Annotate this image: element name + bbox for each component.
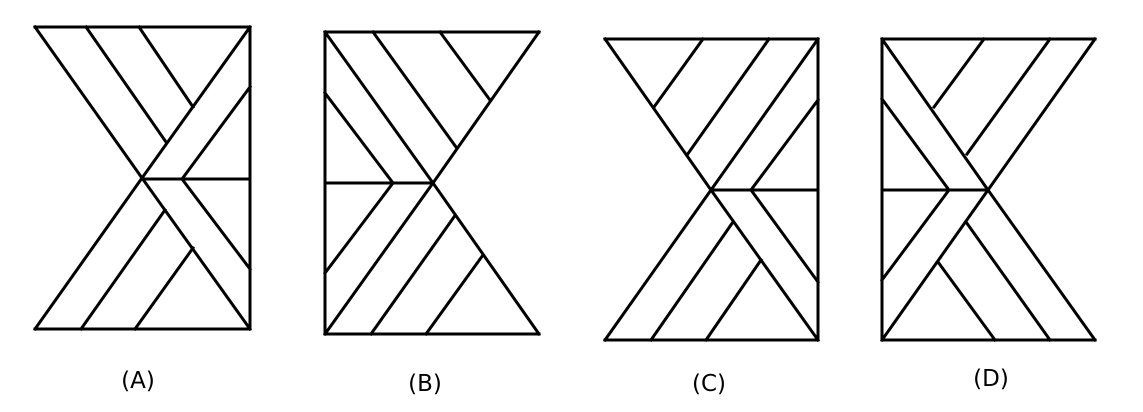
figure-option-a[interactable] (32, 24, 253, 332)
figure-option-c[interactable] (602, 36, 821, 343)
figure-line (748, 187, 821, 285)
figure-line (423, 252, 486, 337)
figure-line (437, 29, 493, 103)
figure-line (602, 36, 714, 193)
figure-line (32, 24, 145, 181)
figure-line (648, 219, 736, 343)
figure-line (136, 24, 196, 110)
figure-line (748, 97, 821, 193)
option-label-c: (C) (691, 371, 727, 397)
figure-line (78, 207, 168, 332)
figure-line (322, 29, 436, 186)
figure-line (370, 29, 459, 150)
figure-line (985, 187, 1098, 343)
figure-line (931, 36, 987, 110)
figure-line (964, 36, 1053, 157)
figure-line (708, 36, 821, 193)
figure-line (684, 36, 772, 158)
figure-line (935, 259, 998, 343)
figure-line (322, 180, 396, 276)
figure-line (322, 90, 396, 186)
figure-line (651, 36, 706, 110)
figure-line (368, 214, 457, 337)
figure-line (83, 24, 169, 145)
figure-line (430, 180, 542, 337)
figure-line (708, 187, 821, 343)
option-label-d: (D) (973, 366, 1009, 392)
figure-line (963, 219, 1053, 343)
figure-line (179, 176, 253, 272)
figure-line (879, 187, 991, 343)
figure-line (985, 36, 1098, 193)
figure-line (179, 84, 253, 182)
figure-line (322, 180, 436, 337)
figure-line (879, 187, 952, 283)
figure-line (32, 175, 145, 332)
figure-line (703, 257, 764, 343)
figure-line (879, 36, 991, 193)
option-label-b: (B) (408, 371, 442, 397)
figure-line (139, 24, 253, 181)
figure-line (879, 96, 952, 193)
figure-line (139, 175, 253, 332)
figure-option-b[interactable] (322, 29, 542, 337)
figure-line (132, 245, 196, 332)
figure-line (430, 29, 542, 186)
figure-option-d[interactable] (879, 36, 1098, 343)
option-label-a: (A) (121, 368, 155, 394)
figure-line (602, 187, 714, 343)
